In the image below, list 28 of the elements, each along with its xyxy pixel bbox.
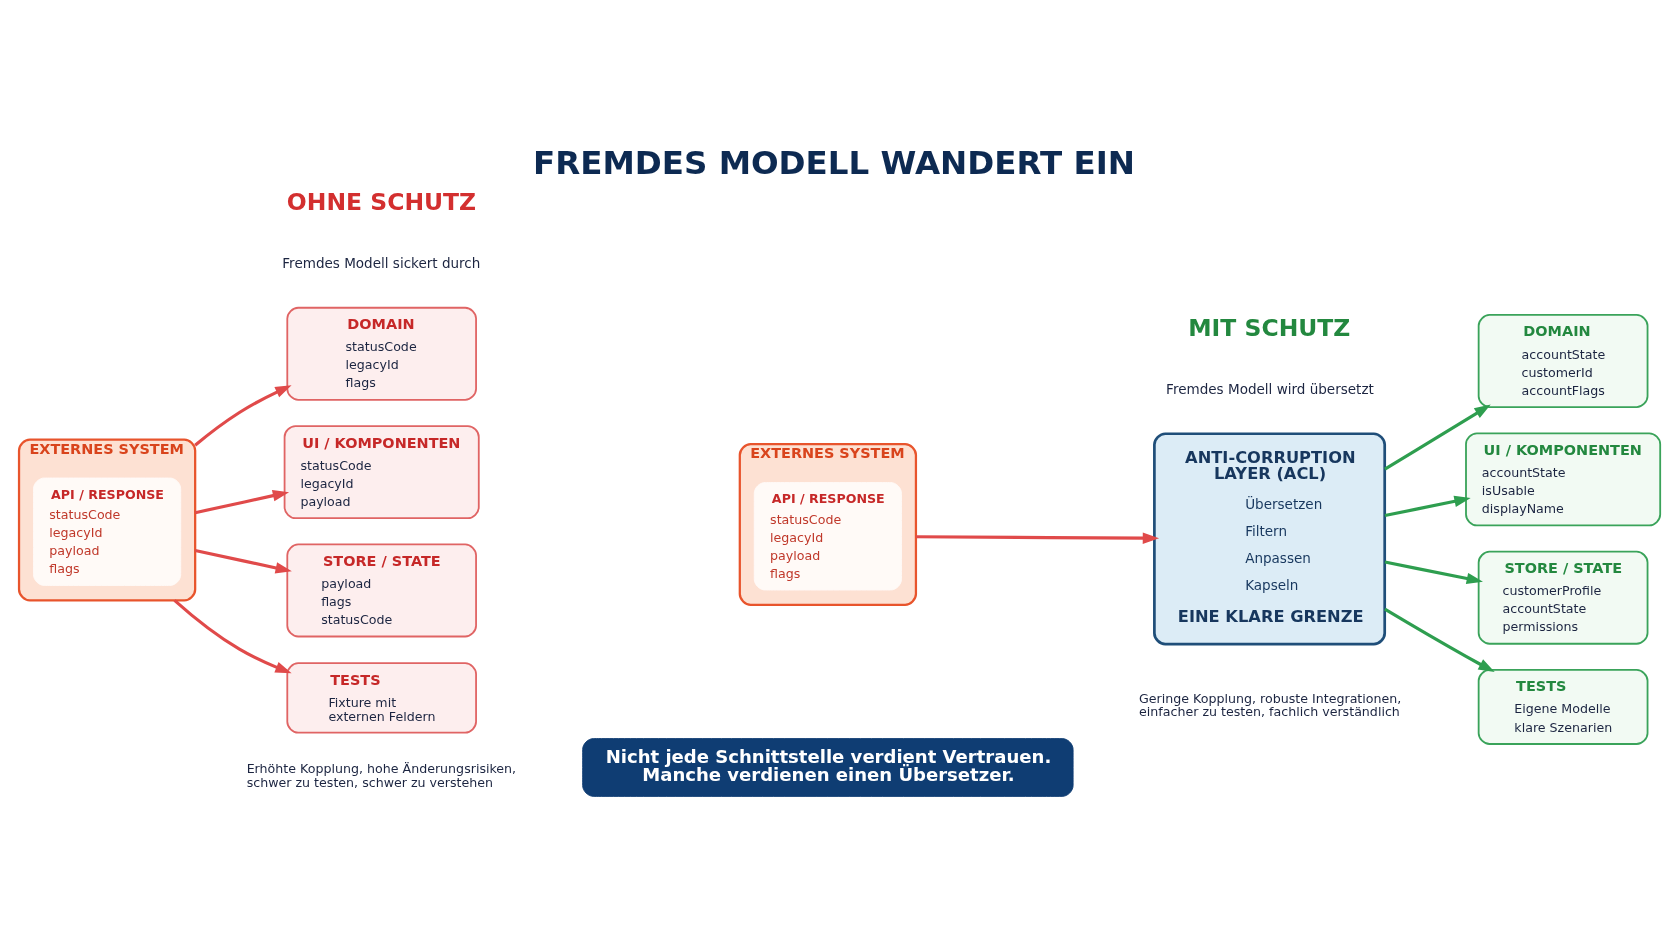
node-box: UI / KOMPONENTEN statusCode legacyId payload [283,424,480,519]
label: Fremdes Modell sickert durch [282,254,481,271]
arrow [1384,404,1491,470]
arrow [915,532,1160,544]
label: OHNE SCHUTZ [286,187,477,216]
node-box: DOMAIN accountState customerId accountFlags [1477,313,1649,408]
label: MIT SCHUTZ [1188,313,1351,342]
label: Fremdes Modell wird übersetzt [1166,380,1374,397]
node-box: ANTI-CORRUPTION LAYER (ACL) Übersetzen Filtern Anpassen Kapseln EINE KLARE GRENZE [1153,431,1387,646]
arrow [194,384,292,446]
diagram-title: FREMDES MODELL WANDERT EIN [532,143,1135,182]
arrow [1384,495,1471,517]
node-box: STORE / STATE customerProfile accountState permissions [1477,550,1649,645]
node-box: Nicht jede Schnittstelle verdient Vertrauen. Manche verdienen einen Übersetzer. [582,737,1074,797]
node-box: API / RESPONSE statusCode legacyId payload flags [33,477,182,586]
node-box: TESTS Eigene Modelle klare Szenarien [1477,668,1649,745]
node-box: TESTS Fixture mit externen Feldern [286,661,477,734]
arrow [194,548,292,573]
arrow [1384,559,1483,584]
node-box: API / RESPONSE statusCode legacyId payload flags [753,481,902,590]
node-box: DOMAIN statusCode legacyId flags [286,306,477,401]
arrow [1384,607,1495,672]
label: Geringe Kopplung, robuste Integrationen, einfacher zu testen, fachlich verständlich [1139,690,1402,719]
arrow [173,598,292,673]
arrow [194,489,290,514]
node-box: UI / KOMPONENTEN accountState isUsable displayName [1465,431,1662,526]
label: Erhöhte Kopplung, hohe Änderungsrisiken, schwer zu testen, schwer zu verstehen [246,760,517,790]
node-box: STORE / STATE payload flags statusCode [286,543,477,637]
